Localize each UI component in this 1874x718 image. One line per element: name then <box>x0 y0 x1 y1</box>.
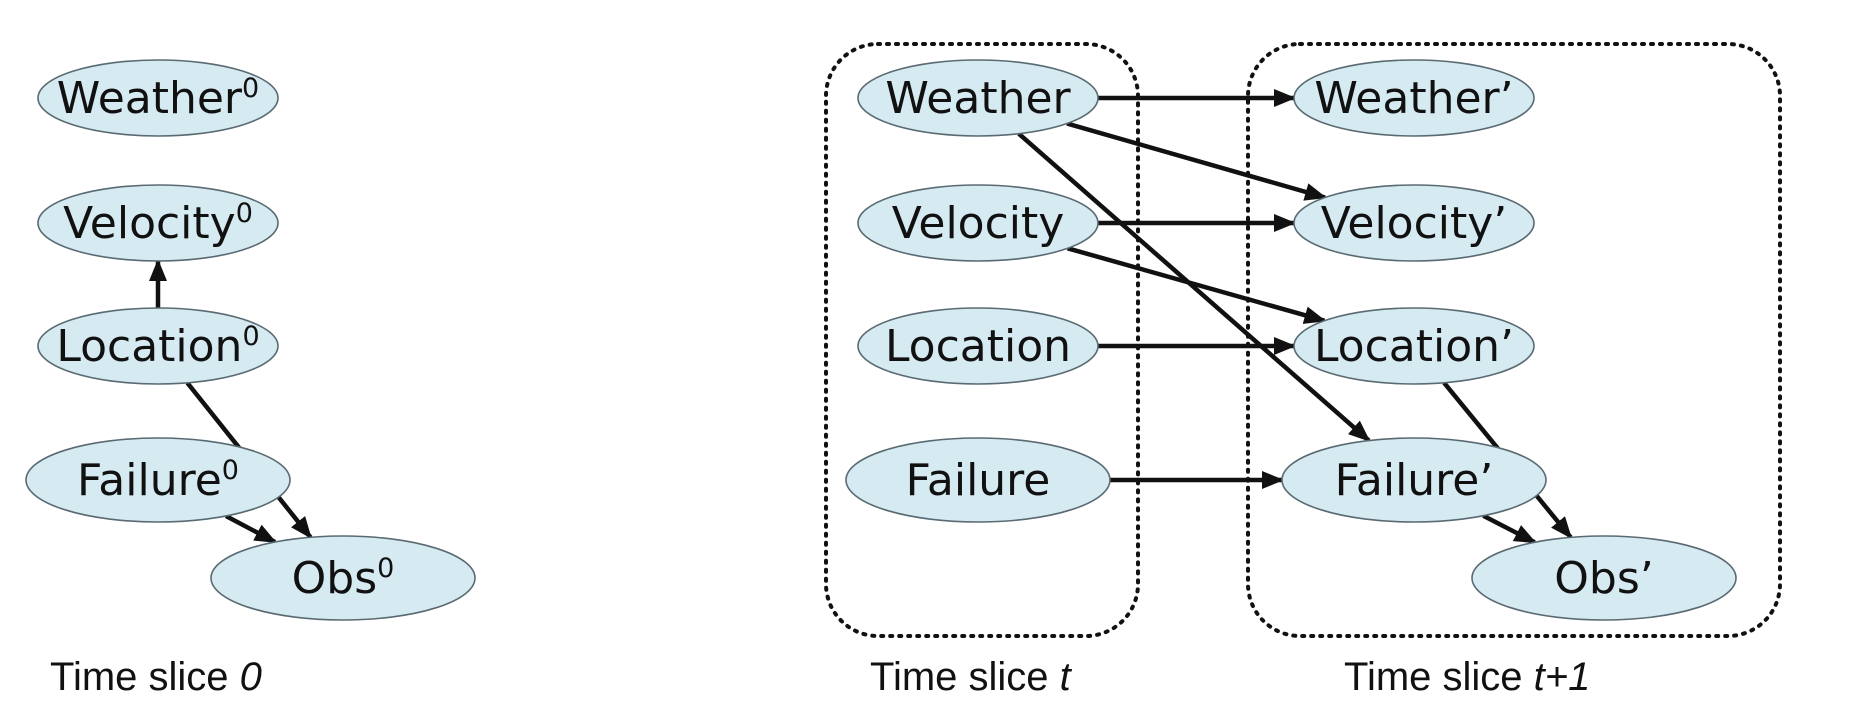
node-label-base: Failure <box>906 455 1051 506</box>
node-label: Obs0 <box>292 553 395 604</box>
node-label-base: Weather <box>1314 73 1500 124</box>
edge-weather-to-failure1 <box>1017 132 1371 443</box>
caption-slice-t: Time slice t <box>870 655 1073 699</box>
slice-t1-frame <box>1246 42 1782 638</box>
node-obs1: Obs’ <box>1471 535 1737 621</box>
node-label-base: Velocity <box>892 198 1065 249</box>
node-failure1: Failure’ <box>1281 437 1547 523</box>
node-weather0: Weather0 <box>37 59 279 137</box>
node-label-prime: ’ <box>1640 553 1654 604</box>
node-velocity1: Velocity’ <box>1293 184 1535 262</box>
slice-t-frame <box>824 42 1140 638</box>
node-label-base: Velocity <box>1321 198 1494 249</box>
node-ellipse <box>1293 184 1535 262</box>
node-label: Failure0 <box>77 455 239 506</box>
caption-slice-t1: Time slice t+1 <box>1344 655 1590 699</box>
node-label: Velocity0 <box>63 198 253 249</box>
node-failure0: Failure0 <box>25 437 291 523</box>
caption-slice-0: Time slice 0 <box>50 655 262 699</box>
node-label-base: Obs <box>292 553 378 604</box>
node-label-base: Location <box>56 321 242 372</box>
node-label: Weather0 <box>57 73 259 124</box>
node-ellipse <box>857 307 1099 385</box>
node-ellipse <box>1293 59 1535 137</box>
edge-velocity-to-location1 <box>1066 246 1327 324</box>
node-label-base: Location <box>1314 321 1500 372</box>
node-label-superscript: 0 <box>236 198 253 229</box>
node-label-base: Weather <box>57 73 243 124</box>
node-label: Weather’ <box>1314 73 1513 124</box>
node-label-prime: ’ <box>1500 321 1514 372</box>
node-label-superscript: 0 <box>242 321 259 352</box>
node-ellipse <box>1281 437 1547 523</box>
node-label: Location <box>885 321 1071 372</box>
node-label-base: Weather <box>885 73 1071 124</box>
node-label-prime: ’ <box>1500 73 1514 124</box>
node-label-base: Location <box>885 321 1071 372</box>
node-label: Obs’ <box>1554 553 1654 604</box>
node-label-base: Obs <box>1554 553 1640 604</box>
node-ellipse <box>37 307 279 385</box>
node-label-base: Failure <box>77 455 222 506</box>
node-label: Failure <box>906 455 1051 506</box>
node-ellipse <box>210 535 476 621</box>
node-ellipse <box>1293 307 1535 385</box>
node-label: Failure’ <box>1335 455 1494 506</box>
edges-layer <box>149 89 1573 545</box>
node-label-superscript: 0 <box>222 455 239 486</box>
node-velocity: Velocity <box>857 184 1099 262</box>
node-label-base: Failure <box>1335 455 1480 506</box>
edge-failure0-to-obs0 <box>224 514 277 544</box>
node-ellipse <box>857 59 1099 137</box>
node-weather: Weather <box>857 59 1099 137</box>
nodes-layer: Weather0Velocity0Location0Failure0Obs0We… <box>25 59 1737 621</box>
node-label: Location0 <box>56 321 259 372</box>
node-ellipse <box>37 59 279 137</box>
node-label-base: Velocity <box>63 198 236 249</box>
node-label-prime: ’ <box>1479 455 1493 506</box>
node-ellipse <box>37 184 279 262</box>
node-label: Weather <box>885 73 1071 124</box>
node-label: Location’ <box>1314 321 1514 372</box>
edge-failure1-to-obs1 <box>1482 513 1537 545</box>
node-ellipse <box>857 184 1099 262</box>
node-label-superscript: 0 <box>377 553 394 584</box>
node-location1: Location’ <box>1293 307 1535 385</box>
node-label-prime: ’ <box>1493 198 1507 249</box>
node-failure: Failure <box>845 437 1111 523</box>
node-location: Location <box>857 307 1099 385</box>
node-weather1: Weather’ <box>1293 59 1535 137</box>
node-ellipse <box>25 437 291 523</box>
node-location0: Location0 <box>37 307 279 385</box>
node-label-superscript: 0 <box>242 73 259 104</box>
node-label: Velocity’ <box>1321 198 1508 249</box>
node-ellipse <box>1471 535 1737 621</box>
node-label: Velocity <box>892 198 1065 249</box>
node-obs0: Obs0 <box>210 535 476 621</box>
edge-weather-to-velocity1 <box>1066 121 1327 201</box>
node-ellipse <box>845 437 1111 523</box>
node-velocity0: Velocity0 <box>37 184 279 262</box>
